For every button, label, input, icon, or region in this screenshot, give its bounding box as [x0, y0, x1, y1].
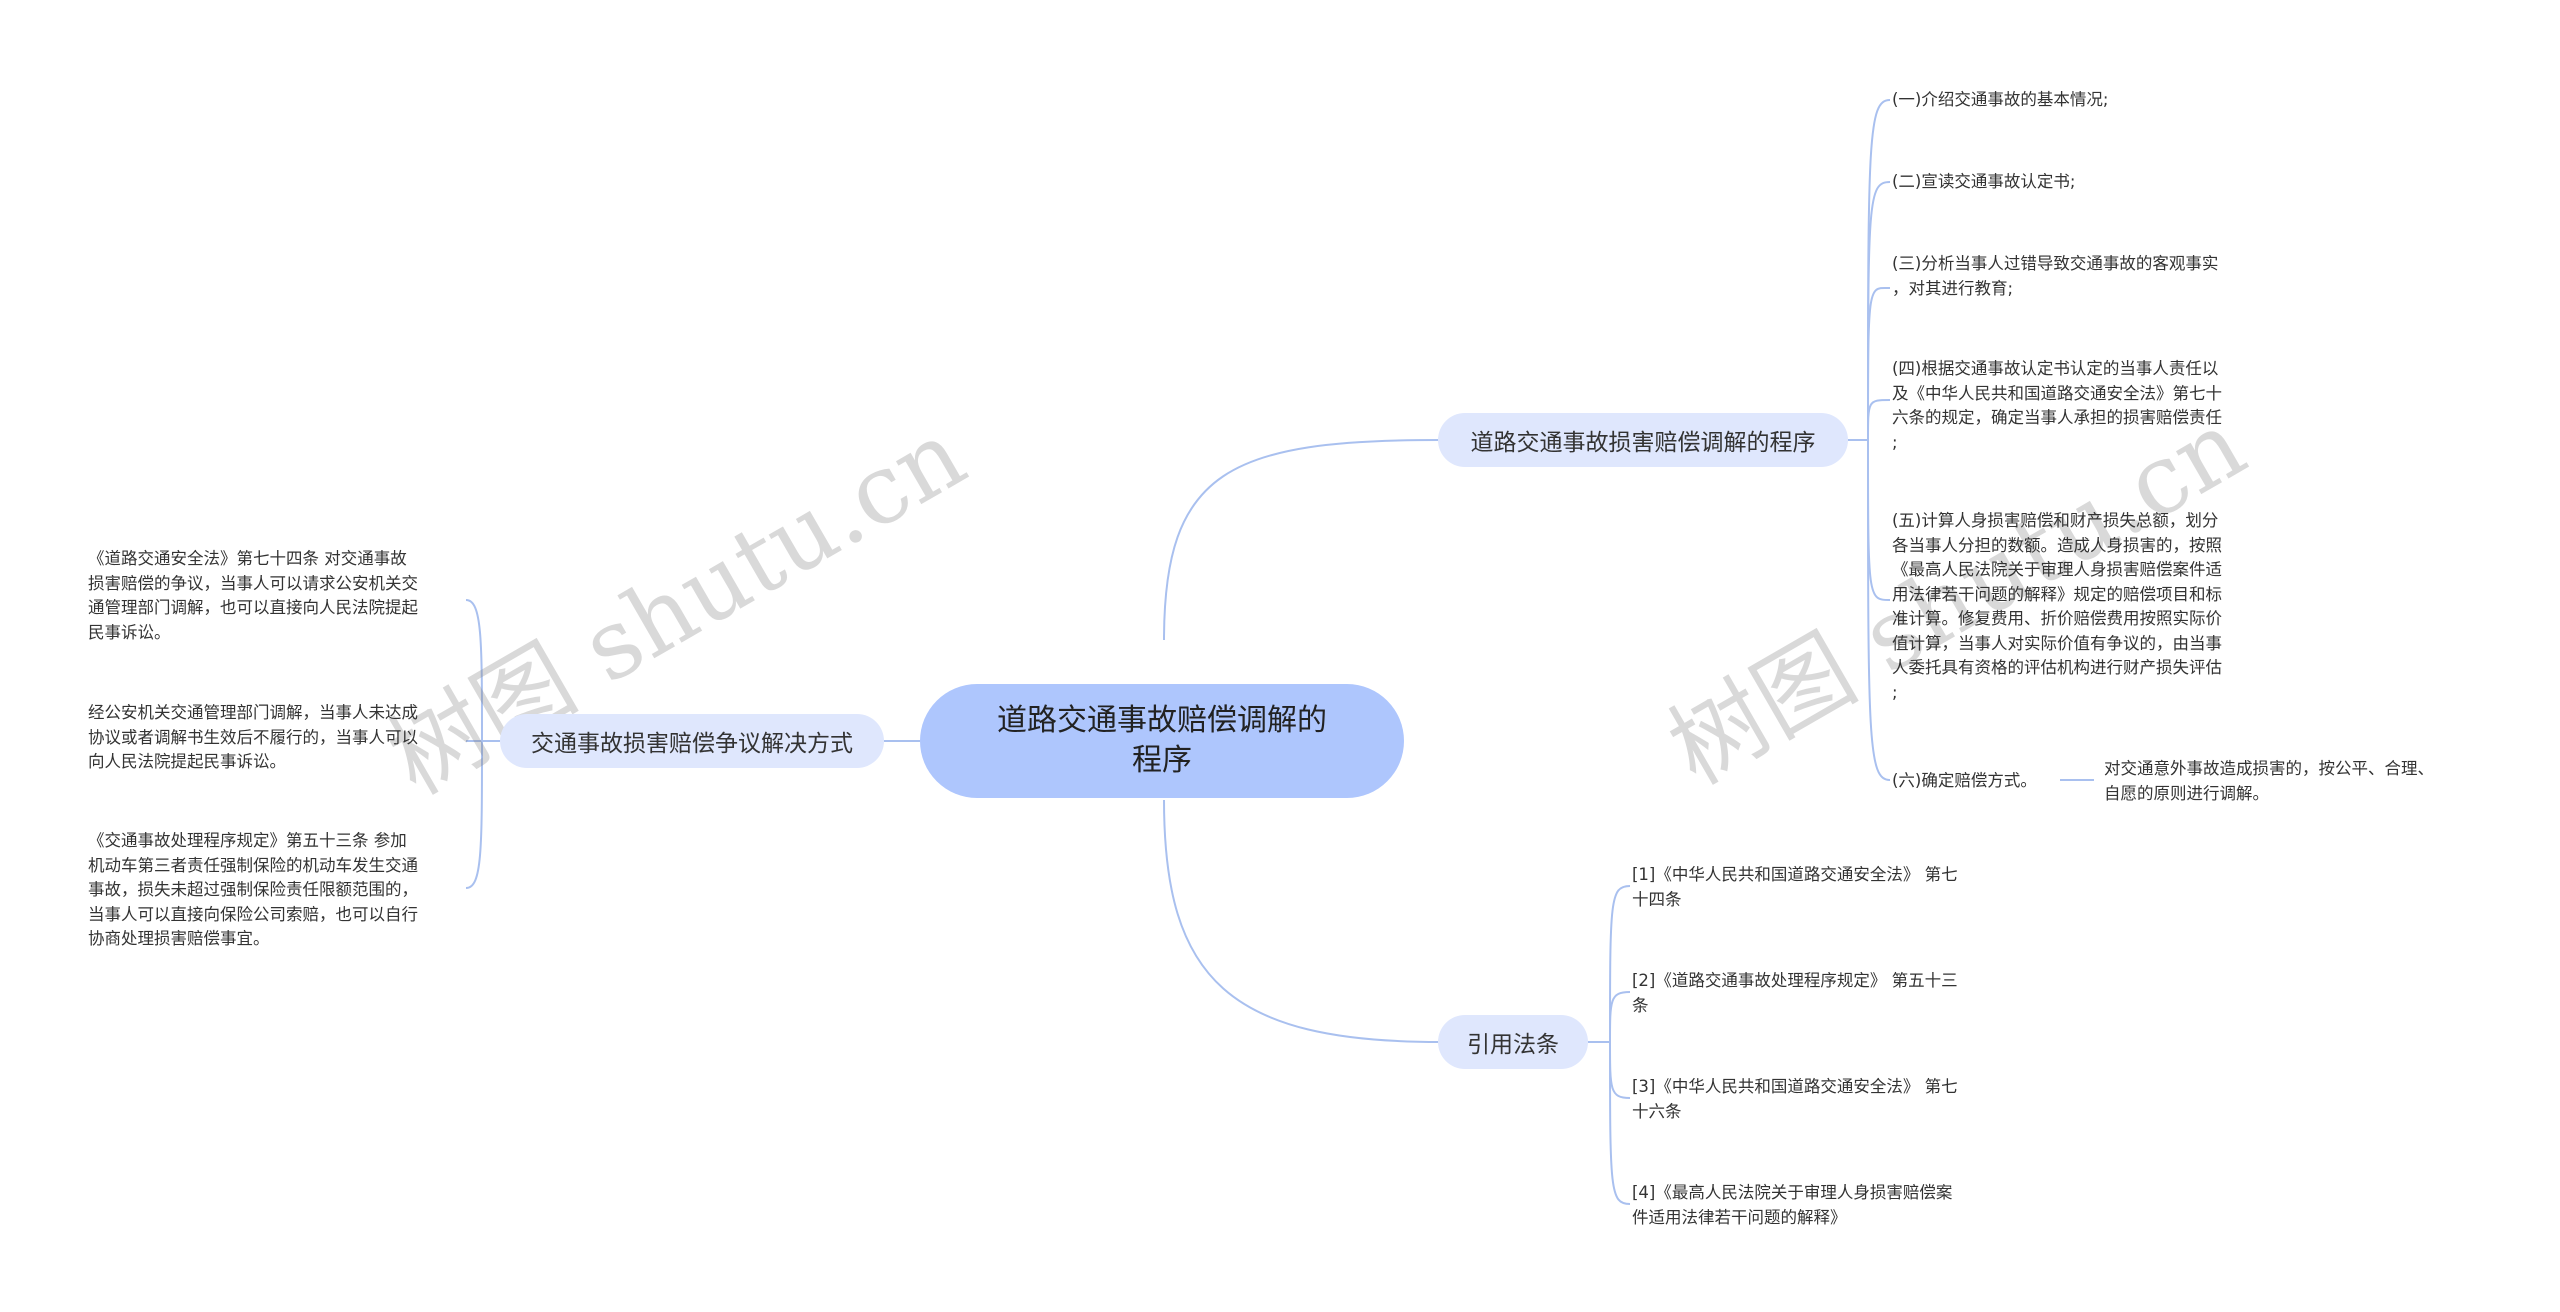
link-root-procedure: [1163, 439, 1441, 641]
branch-procedure[interactable]: 道路交通事故损害赔偿调解的程序: [1438, 413, 1848, 467]
branch-dispute[interactable]: 交通事故损害赔偿争议解决方式: [500, 714, 884, 768]
dispute-item-2[interactable]: 经公安机关交通管理部门调解，当事人未达成 协议或者调解书生效后不履行的，当事人可…: [88, 703, 418, 771]
procedure-item-3[interactable]: (三)分析当事人过错导致交通事故的客观事实 ，对其进行教育;: [1892, 254, 2219, 298]
procedure-item-4[interactable]: (四)根据交通事故认定书认定的当事人责任以 及《中华人民共和国道路交通安全法》第…: [1892, 359, 2222, 452]
procedure-item-2[interactable]: (二)宣读交通事故认定书;: [1892, 172, 2076, 191]
procedure-item-1[interactable]: (一)介绍交通事故的基本情况;: [1892, 90, 2109, 109]
citation-item-3[interactable]: [3]《中华人民共和国道路交通安全法》 第七 十六条: [1632, 1077, 1958, 1121]
citation-item-1[interactable]: [1]《中华人民共和国道路交通安全法》 第七 十四条: [1632, 865, 1958, 909]
branch-procedure-label: 道路交通事故损害赔偿调解的程序: [1470, 430, 1816, 456]
procedure-sub-item[interactable]: 对交通意外事故造成损害的，按公平、合理、 自愿的原则进行调解。: [2104, 759, 2434, 803]
root-label: 道路交通事故赔偿调解的 程序: [997, 703, 1327, 778]
branch-citations-label: 引用法条: [1467, 1032, 1559, 1058]
branch-citations[interactable]: 引用法条: [1438, 1015, 1588, 1069]
dispute-item-1[interactable]: 《道路交通安全法》第七十四条 对交通事故 损害赔偿的争议，当事人可以请求公安机关…: [88, 549, 418, 642]
branch-dispute-label: 交通事故损害赔偿争议解决方式: [531, 731, 853, 757]
dispute-item-3[interactable]: 《交通事故处理程序规定》第五十三条 参加 机动车第三者责任强制保险的机动车发生交…: [88, 831, 418, 948]
root-node[interactable]: 道路交通事故赔偿调解的 程序: [920, 684, 1404, 798]
procedure-item-5[interactable]: (五)计算人身损害赔偿和财产损失总额，划分 各当事人分担的数额。造成人身损害的，…: [1892, 511, 2222, 702]
citation-item-4[interactable]: [4]《最高人民法院关于审理人身损害赔偿案 件适用法律若干问题的解释》: [1632, 1183, 1953, 1227]
citation-item-2[interactable]: [2]《道路交通事故处理程序规定》 第五十三 条: [1632, 971, 1958, 1015]
procedure-item-6[interactable]: (六)确定赔偿方式。: [1892, 771, 2037, 790]
link-root-citations: [1163, 799, 1441, 1043]
